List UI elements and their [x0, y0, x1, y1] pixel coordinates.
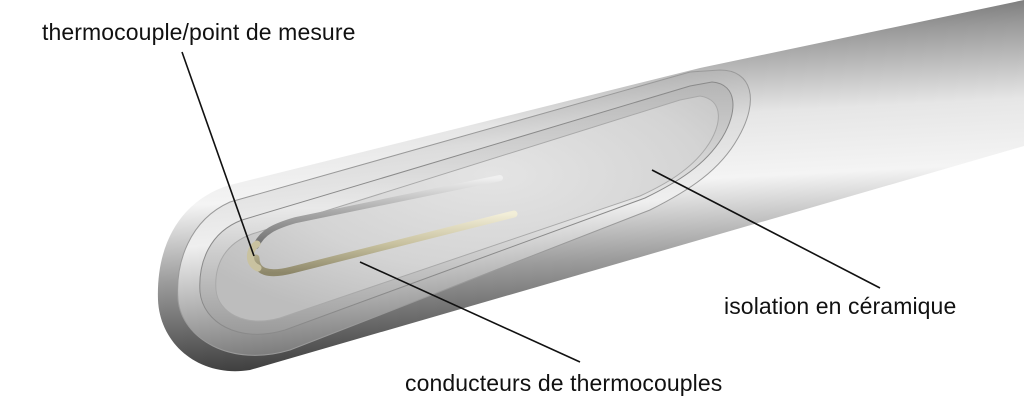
ceramic-insulation [215, 95, 719, 322]
label-thermocouple-conductors: conducteurs de thermocouples [405, 370, 723, 396]
leader-line-conductors [359, 261, 581, 363]
leader-line-thermocouple-point [181, 51, 255, 257]
leader-line-ceramic-insulation [651, 169, 881, 289]
measuring-junction [246, 240, 262, 272]
label-ceramic-insulation: isolation en céramique [724, 293, 957, 319]
conductor-wire-lower [252, 210, 518, 277]
label-thermocouple-point: thermocouple/point de mesure [42, 19, 356, 45]
